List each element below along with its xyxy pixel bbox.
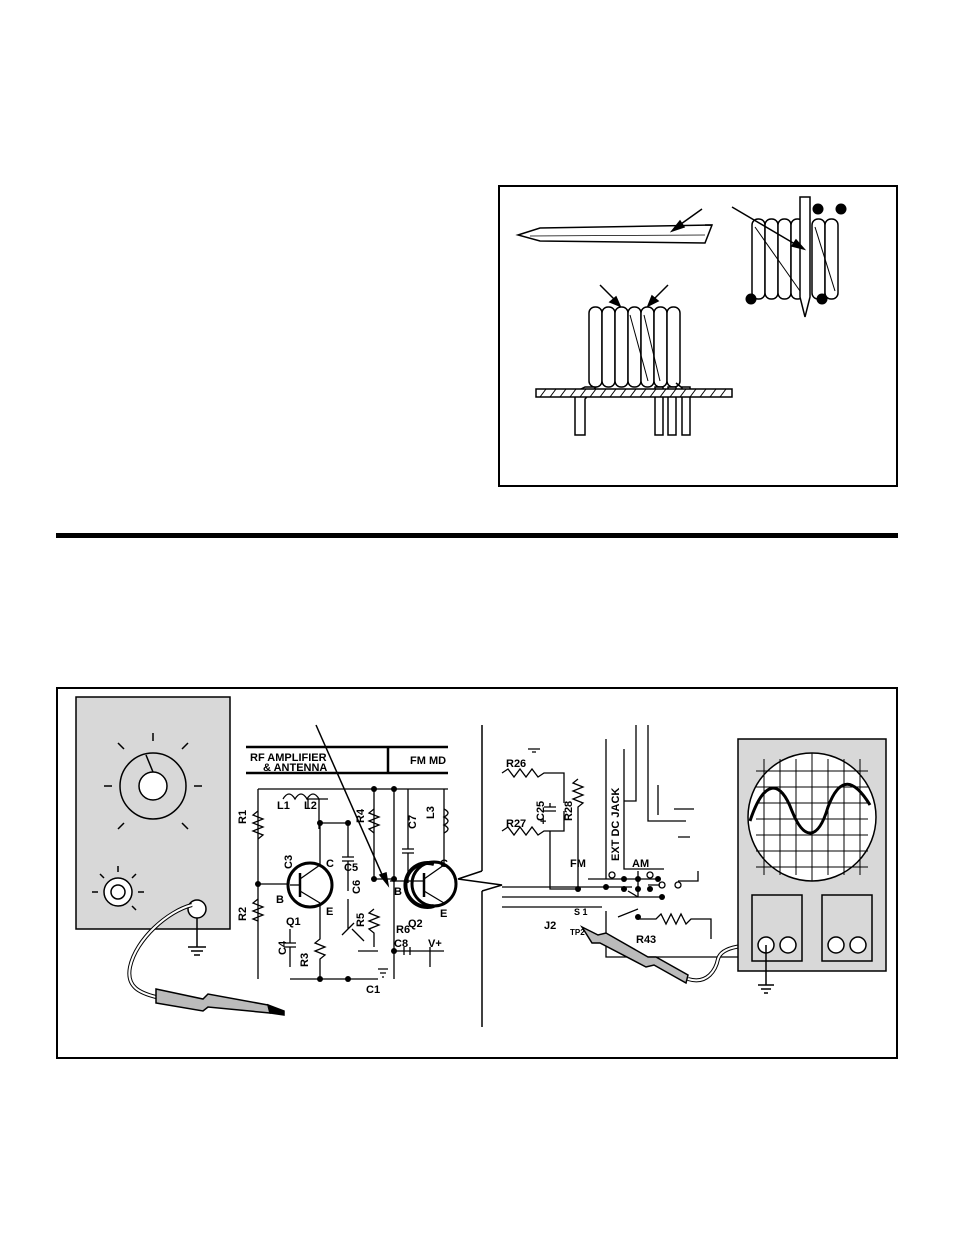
label-l2: L2 xyxy=(304,800,317,812)
q2-pointer xyxy=(315,724,390,888)
label-c1: C1 xyxy=(366,984,380,996)
label-r26: R26 xyxy=(506,758,526,770)
signal-generator xyxy=(75,696,231,956)
label-tp2: TP2 xyxy=(570,928,585,937)
rf-schematic xyxy=(246,745,458,980)
label-c5: C5 xyxy=(344,862,358,874)
label-ext-dc-jack: EXT DC JACK xyxy=(610,788,622,861)
label-r2: R2 xyxy=(237,907,249,921)
alignment-tool xyxy=(515,224,714,244)
label-vplus: V+ xyxy=(428,938,442,950)
oscilloscope xyxy=(737,738,887,994)
label-q1: Q1 xyxy=(286,916,301,928)
rf-labels: RF AMPLIFIER & ANTENNA FM MD R1 R2 R3 R4… xyxy=(237,752,448,996)
label-q2-collector: C xyxy=(440,858,448,870)
switch-nodes xyxy=(575,876,665,920)
rf-title-line2: & ANTENNA xyxy=(263,762,327,774)
label-l3: L3 xyxy=(425,806,437,819)
label-l1: L1 xyxy=(277,800,290,812)
section-divider xyxy=(56,533,898,538)
label-am: AM xyxy=(632,858,649,870)
label-r1: R1 xyxy=(237,810,249,824)
label-q2-emitter: E xyxy=(440,908,447,920)
switch-schematic xyxy=(501,725,747,958)
coil-winding-figure xyxy=(498,185,898,487)
circuit-board xyxy=(535,388,733,398)
label-c4: C4 xyxy=(277,940,289,955)
label-r4: R4 xyxy=(355,808,367,823)
label-c25: C25 xyxy=(535,801,547,821)
break-line xyxy=(457,725,503,1027)
label-c6: C6 xyxy=(351,880,363,894)
label-q1-collector: C xyxy=(326,858,334,870)
signal-test-figure: RF AMPLIFIER & ANTENNA FM MD R1 R2 R3 R4… xyxy=(56,687,898,1059)
generator-probe xyxy=(127,903,285,1016)
small-coil xyxy=(751,196,839,318)
label-r3: R3 xyxy=(299,953,311,967)
coil-winding-drawing xyxy=(515,196,847,436)
signal-test-drawing: RF AMPLIFIER & ANTENNA FM MD R1 R2 R3 R4… xyxy=(75,696,887,1027)
label-c7: C7 xyxy=(407,815,419,829)
label-s1: S 1 xyxy=(574,907,588,917)
switch-labels: R26 R27 R28 R43 C25 + EXT DC JACK FM AM … xyxy=(506,758,656,946)
label-r6: R6 xyxy=(396,924,410,936)
label-j2: J2 xyxy=(544,920,556,932)
label-c25-plus: + xyxy=(540,816,546,828)
coil-arrow xyxy=(731,206,807,251)
label-fm: FM xyxy=(570,858,586,870)
rf-title-right: FM MD xyxy=(410,755,446,767)
label-c3: C3 xyxy=(283,855,295,869)
mounted-coil-arrows xyxy=(599,284,669,308)
label-r27: R27 xyxy=(506,818,526,830)
rf-nodes xyxy=(255,786,397,982)
rf-title-line1: RF AMPLIFIER xyxy=(250,752,327,764)
switch-open-contacts xyxy=(608,871,682,889)
mounted-coil xyxy=(574,306,691,436)
label-q2-base: B xyxy=(394,886,402,898)
small-coil-terminals xyxy=(745,203,847,305)
label-c8: C8 xyxy=(394,938,408,950)
label-q2: Q2 xyxy=(408,918,423,930)
tool-arrow xyxy=(669,208,703,233)
label-r28: R28 xyxy=(563,801,575,821)
label-q1-base: B xyxy=(276,894,284,906)
label-q1-emitter: E xyxy=(326,906,333,918)
label-r43: R43 xyxy=(636,934,656,946)
label-r5: R5 xyxy=(355,913,367,927)
